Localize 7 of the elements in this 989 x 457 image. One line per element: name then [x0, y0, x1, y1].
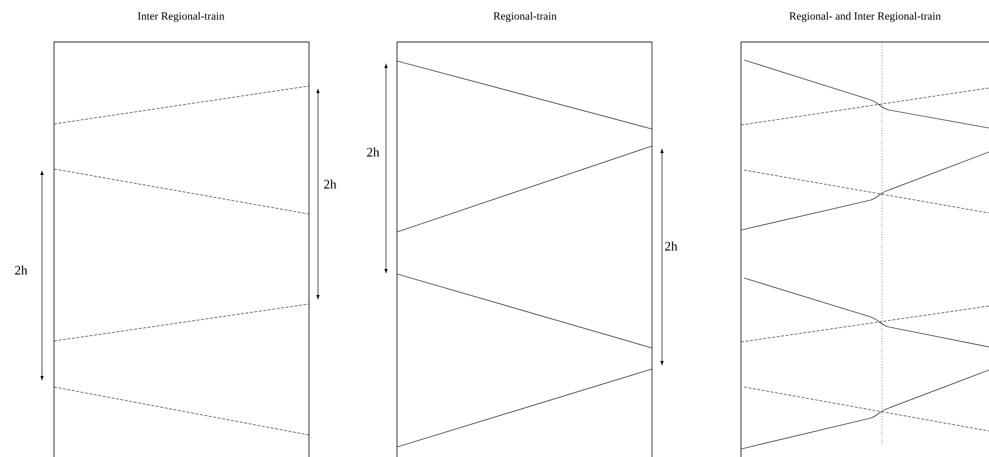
panel-title: Regional-train	[494, 12, 557, 22]
panel-title: Inter Regional-train	[138, 12, 224, 22]
dimension-label: 2h	[15, 265, 28, 274]
dimension-label: 2h	[367, 147, 380, 156]
panel-title: Regional- and Inter Regional-train	[789, 12, 941, 22]
dimension-label: 2h	[324, 179, 336, 188]
dimension-label: 2h	[665, 241, 678, 250]
